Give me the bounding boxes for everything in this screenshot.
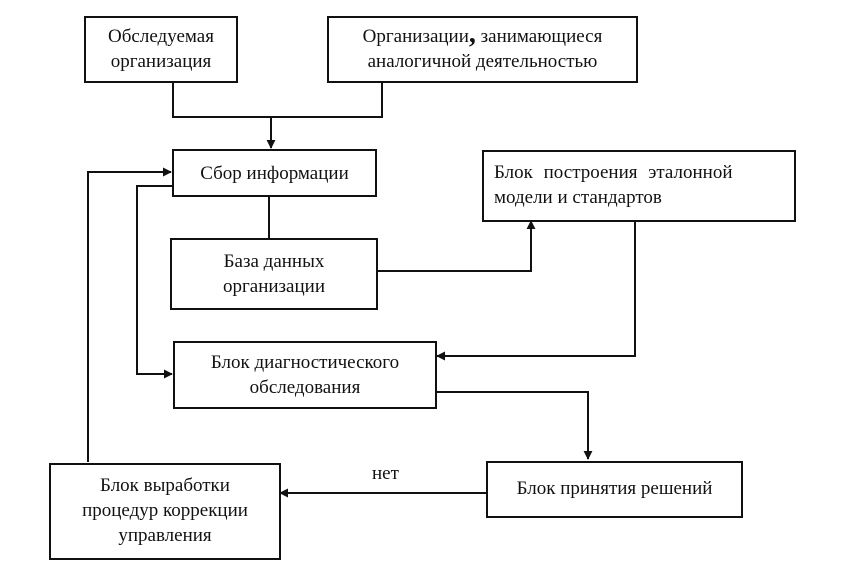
info-collection-label: Сбор информации [200, 163, 349, 184]
edge-database-to-reference [378, 220, 536, 272]
correction-block-box: Блок выработки процедур коррекции управл… [49, 463, 281, 560]
edge-collection-to-diagnostic [136, 185, 173, 379]
similar-orgs-comma: , [468, 18, 476, 49]
org-database-box: База данных организации [170, 238, 378, 310]
info-collection-box: Сбор информации [172, 149, 377, 197]
edge-reference-to-diagnostic [436, 222, 636, 361]
edge-diagnostic-to-decision [434, 391, 593, 460]
diagnostic-block-line-2: обследования [249, 377, 361, 398]
edge-similar-to-merge [271, 82, 383, 118]
edge-surveyed-to-merge [172, 82, 271, 118]
reference-model-line-2: модели и стандартов [494, 187, 662, 208]
similar-orgs-word-1: Организации [362, 26, 469, 47]
decision-block-label: Блок принятия решений [516, 478, 713, 499]
reference-model-line-1: Блок построения эталонной [494, 162, 733, 183]
correction-block-line-3: управления [118, 525, 212, 546]
org-database-line-2: организации [222, 276, 325, 297]
similar-orgs-box: Организации, занимающиеся аналогичной де… [327, 16, 638, 83]
edge-correction-to-collection [87, 167, 172, 462]
org-database-line-1: База данных [223, 251, 325, 272]
surveyed-org-line-1: Обследуемая [108, 26, 214, 47]
decision-block-box: Блок принятия решений [486, 461, 743, 518]
similar-orgs-line-1: Организации, занимающиеся [329, 20, 636, 49]
similar-orgs-word-2: занимающиеся [475, 26, 603, 47]
surveyed-org-line-2: организация [110, 51, 212, 72]
correction-block-line-2: процедур коррекции [82, 500, 248, 521]
reference-model-box: Блок построения эталонной модели и станд… [482, 150, 796, 222]
correction-block-line-1: Блок выработки [100, 475, 230, 496]
edge-label-no: нет [372, 463, 399, 484]
diagnostic-block-box: Блок диагностического обследования [173, 341, 437, 409]
similar-orgs-line-2: аналогичной деятельностью [367, 51, 598, 72]
surveyed-org-box: Обследуемая организация [84, 16, 238, 83]
diagnostic-block-line-1: Блок диагностического [210, 352, 400, 373]
